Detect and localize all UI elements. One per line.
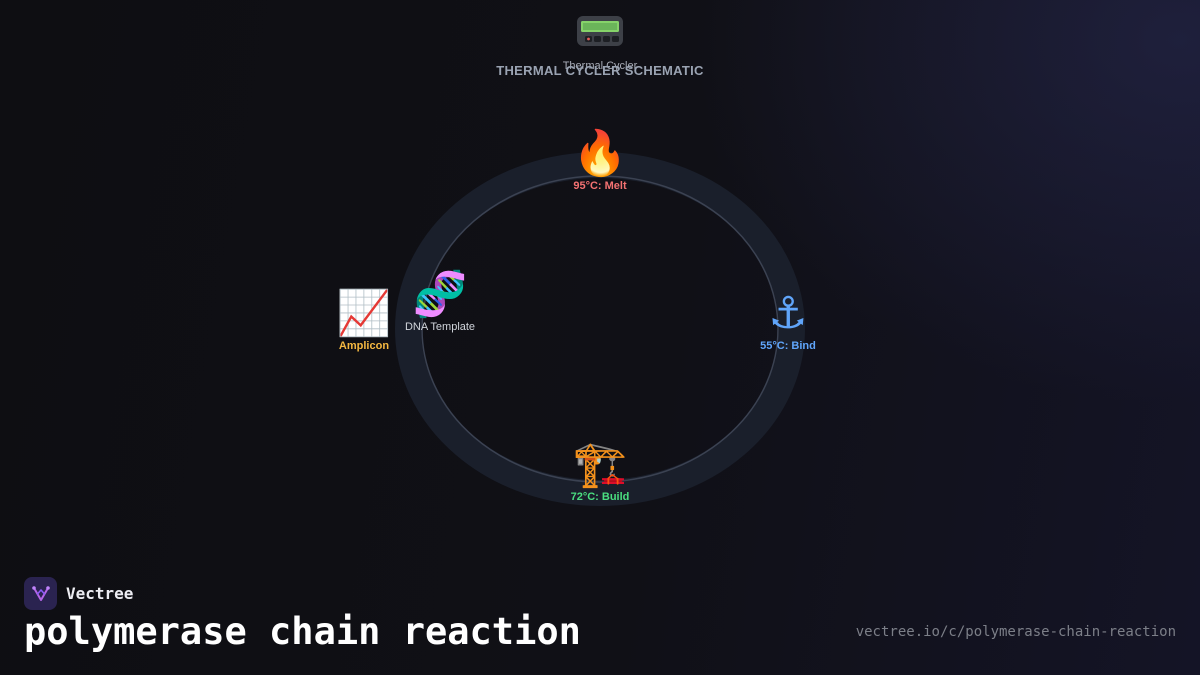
node-bind: ⚓ 55°C: Bind xyxy=(760,288,816,353)
node-amplicon-label: Amplicon xyxy=(338,340,390,352)
node-melt: 🔥 95°C: Melt xyxy=(572,128,628,193)
fire-icon: 🔥 xyxy=(572,128,628,179)
cycle-ring-band xyxy=(395,152,805,506)
node-melt-label: 95°C: Melt xyxy=(573,180,627,192)
crane-icon: 🏗️ xyxy=(572,439,628,490)
node-bind-label: 55°C: Bind xyxy=(760,340,816,352)
node-template-label: DNA Template xyxy=(404,321,476,333)
node-build: 🏗️ 72°C: Build xyxy=(570,439,630,504)
pager-icon xyxy=(577,16,623,46)
page-title: polymerase chain reaction xyxy=(24,610,581,653)
brand-name: Vectree xyxy=(66,584,134,603)
thermal-cycler-label: Thermal Cycler xyxy=(562,60,638,72)
vectree-logo-icon xyxy=(24,577,57,610)
brand[interactable]: Vectree xyxy=(24,577,133,610)
node-amplicon: 📈 Amplicon xyxy=(336,288,392,353)
page-url[interactable]: vectree.io/c/polymerase-chain-reaction xyxy=(855,624,1176,640)
chart-increasing-icon: 📈 xyxy=(336,288,392,339)
node-build-label: 72°C: Build xyxy=(570,491,630,503)
dna-icon: 🧬 xyxy=(412,269,468,320)
diagram-title: THERMAL CYCLER SCHEMATIC xyxy=(496,63,704,78)
anchor-icon: ⚓ xyxy=(768,288,808,339)
node-template: 🧬 DNA Template xyxy=(404,269,476,334)
cycle-ring-line xyxy=(421,175,779,483)
